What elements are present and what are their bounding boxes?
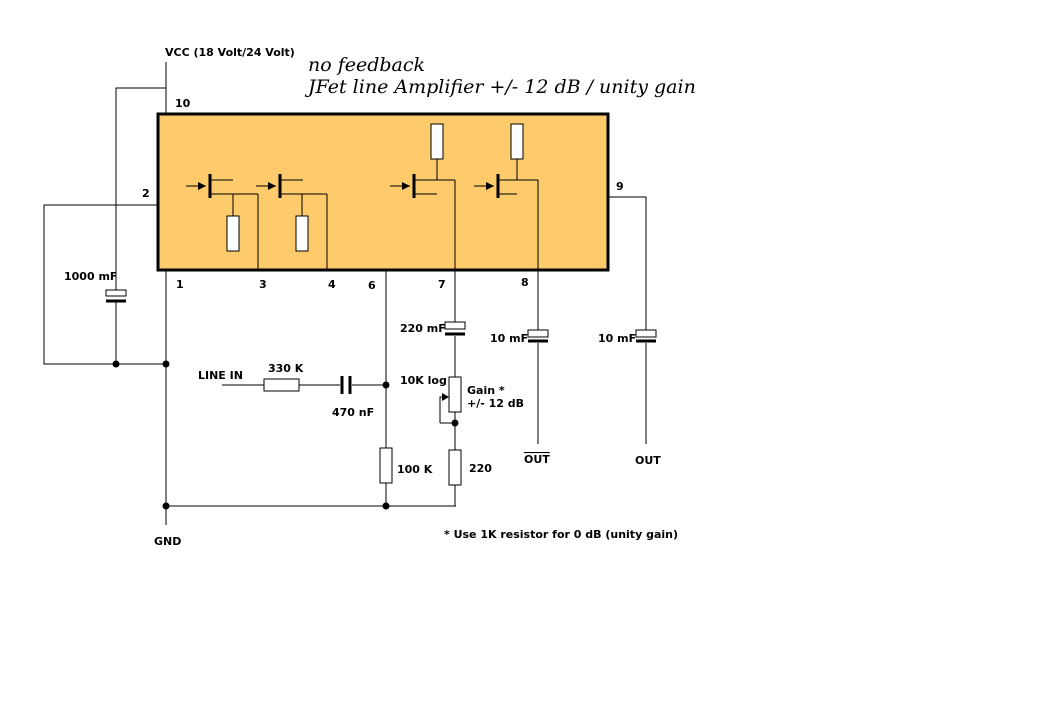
pin9-wire (608, 196, 647, 330)
title-line-1: no feedback (308, 54, 425, 76)
gain-potentiometer (448, 376, 462, 413)
junction-dot (382, 381, 390, 389)
inverted-output-capacitor (527, 329, 549, 343)
input-resistor (263, 378, 300, 392)
pin-4-label: 4 (328, 278, 336, 291)
jfet-1-symbol (186, 174, 258, 198)
pin-9-label: 9 (616, 180, 624, 193)
title-line-2: JFet line Amplifier +/- 12 dB / unity ga… (304, 76, 696, 98)
pin-6-label: 6 (368, 279, 376, 292)
supply-capacitor (105, 289, 127, 303)
bias-resistor-label: 100 K (397, 463, 433, 476)
gain-capacitor (444, 321, 466, 336)
pin-1-label: 1 (176, 278, 184, 291)
junction-dot (162, 360, 170, 368)
footnote: * Use 1K resistor for 0 dB (unity gain) (444, 528, 678, 541)
junction-dot (112, 360, 120, 368)
line-in-label: LINE IN (198, 369, 243, 382)
pin-2-label: 2 (142, 187, 150, 200)
inverted-output-capacitor-label: 10 mF (490, 332, 528, 345)
junction-dot (382, 502, 390, 510)
gain-resistor (448, 449, 462, 486)
gain-potentiometer-label: 10K log (400, 374, 447, 387)
output-capacitor (635, 329, 657, 343)
output-capacitor-label: 10 mF (598, 332, 636, 345)
jfet-2-resistor (295, 215, 309, 252)
jfet-1-resistor (226, 215, 240, 252)
bias-resistor (379, 447, 393, 484)
jfet-4-symbol (474, 174, 538, 198)
amplifier-module (156, 112, 610, 272)
pin2-loop-wire (43, 204, 166, 365)
input-capacitor-label: 470 nF (332, 406, 374, 419)
jfet-3-drain-resistor (430, 123, 444, 160)
vcc-to-cap-wire (115, 87, 166, 290)
jfet-3-symbol (390, 174, 455, 198)
gain-resistor-label: 220 (469, 462, 492, 475)
vcc-label: VCC (18 Volt/24 Volt) (165, 46, 295, 59)
pin-8-label: 8 (521, 276, 529, 289)
inverted-output-label: OUT (524, 453, 550, 466)
jfet-2-symbol (256, 174, 327, 198)
input-capacitor (340, 376, 352, 394)
input-resistor-label: 330 K (268, 362, 304, 375)
output-label: OUT (635, 454, 661, 467)
junction-dot (162, 502, 170, 510)
gain-note-line-2: +/- 12 dB (467, 397, 524, 410)
jfet-4-drain-resistor (510, 123, 524, 160)
gain-note-line-1: Gain * (467, 384, 505, 397)
junction-dot (451, 419, 459, 427)
pin-10-label: 10 (175, 97, 191, 110)
pin-3-label: 3 (259, 278, 267, 291)
pin-7-label: 7 (438, 278, 446, 291)
gnd-label: GND (154, 535, 181, 548)
supply-capacitor-label: 1000 mF (64, 270, 117, 283)
gain-capacitor-label: 220 mF (400, 322, 446, 335)
